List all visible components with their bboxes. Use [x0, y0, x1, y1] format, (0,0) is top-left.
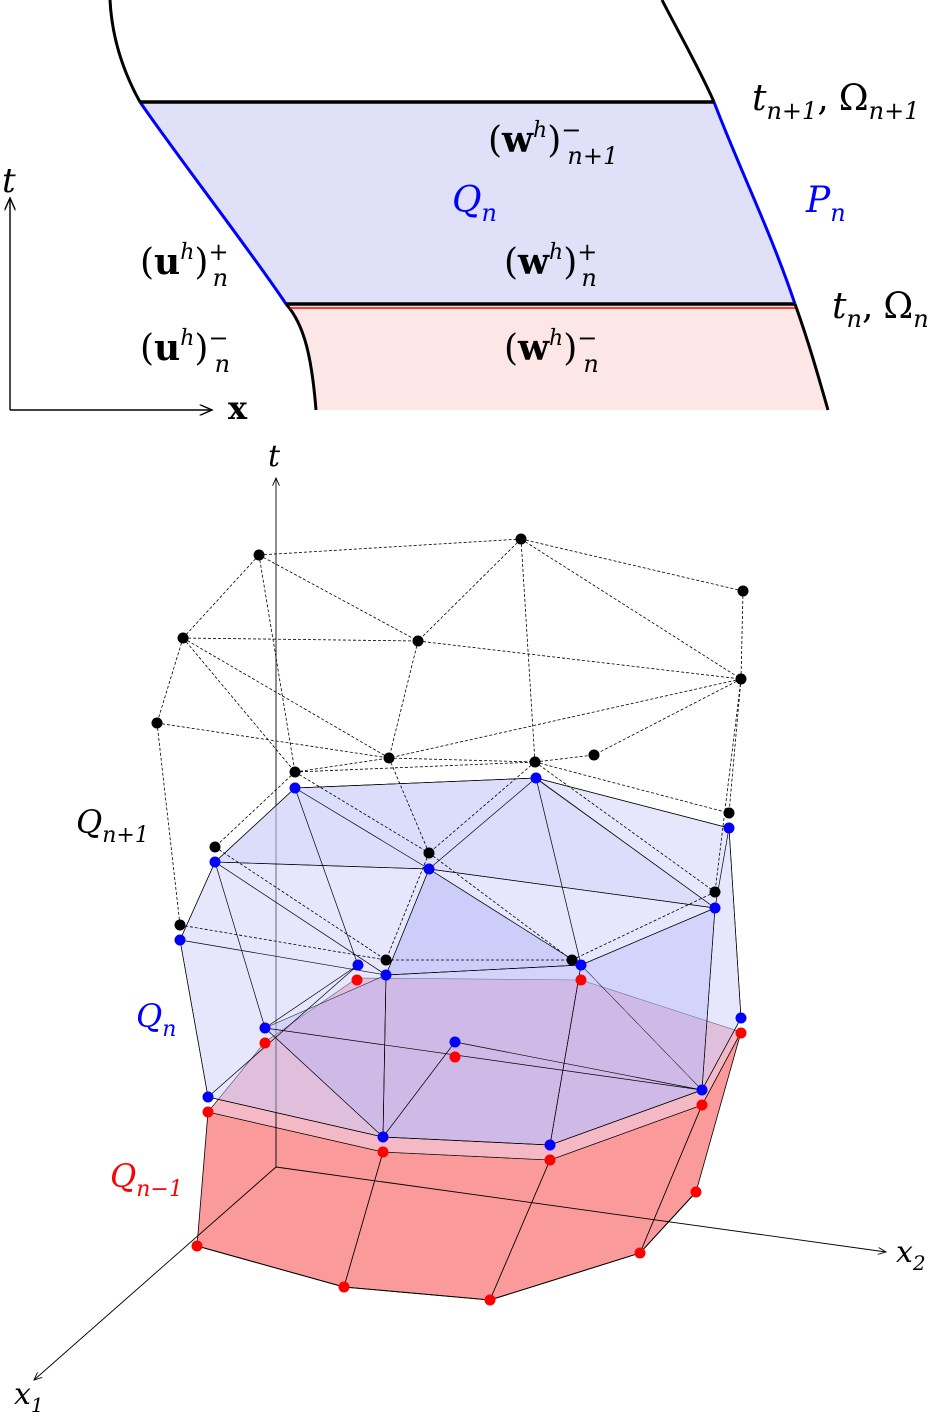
nodes-qn [174, 772, 747, 1151]
right-boundary-pn [712, 101, 797, 305]
level-lower-label: tn,Ωn [832, 286, 929, 333]
t-axis-label-3d: t [268, 439, 281, 474]
boundary-label-pn: Pn [805, 180, 846, 227]
left-boundary-lower [284, 302, 318, 411]
slab-qn-region [140, 102, 795, 304]
label-qn-minus-1: Qn−1 [110, 1157, 183, 1202]
nodes-qn-minus-1 [191, 974, 747, 1306]
label-qn: Qn [136, 997, 176, 1042]
slab-qn-minus-1-prism [196, 977, 742, 1301]
left-boundary-slab [138, 101, 288, 305]
w-minus-n-plus-1: (wh)−n+1 [488, 116, 618, 170]
level-upper-label: tn+1,Ωn+1 [752, 78, 919, 125]
x2-axis-label: x2 [896, 1235, 926, 1275]
w-plus-n: (wh)+n [504, 238, 597, 292]
right-boundary-upper [660, 0, 716, 103]
x1-axis-label: x1 [14, 1377, 44, 1417]
left-boundary-upper [108, 0, 142, 103]
slab-qn-prism [179, 777, 742, 1146]
nodes-qn-plus-1 [151, 533, 749, 966]
slab-qn-plus-1-mesh [156, 538, 744, 961]
label-qn-plus-1: Qn+1 [76, 803, 149, 848]
space-time-mesh-diagram: t x2 x1 Qn+1 Qn Qn−1 [14, 439, 926, 1417]
u-plus-n: (uh)+n [140, 238, 229, 292]
right-boundary-lower [793, 303, 830, 411]
x-axis-label: x [228, 389, 248, 427]
u-minus-n: (uh)−n [140, 324, 230, 378]
x1-axis [34, 1166, 277, 1380]
space-time-slab-diagram: t x Qn Pn tn+1,Ωn+1 tn,Ωn (wh)−n+1 (wh)+… [2, 0, 929, 427]
w-minus-n: (wh)−n [504, 324, 599, 378]
x2-axis [275, 1166, 886, 1252]
slab-label-qn: Qn [452, 180, 497, 227]
t-axis-label: t [2, 161, 16, 201]
previous-slab-region [286, 304, 828, 410]
